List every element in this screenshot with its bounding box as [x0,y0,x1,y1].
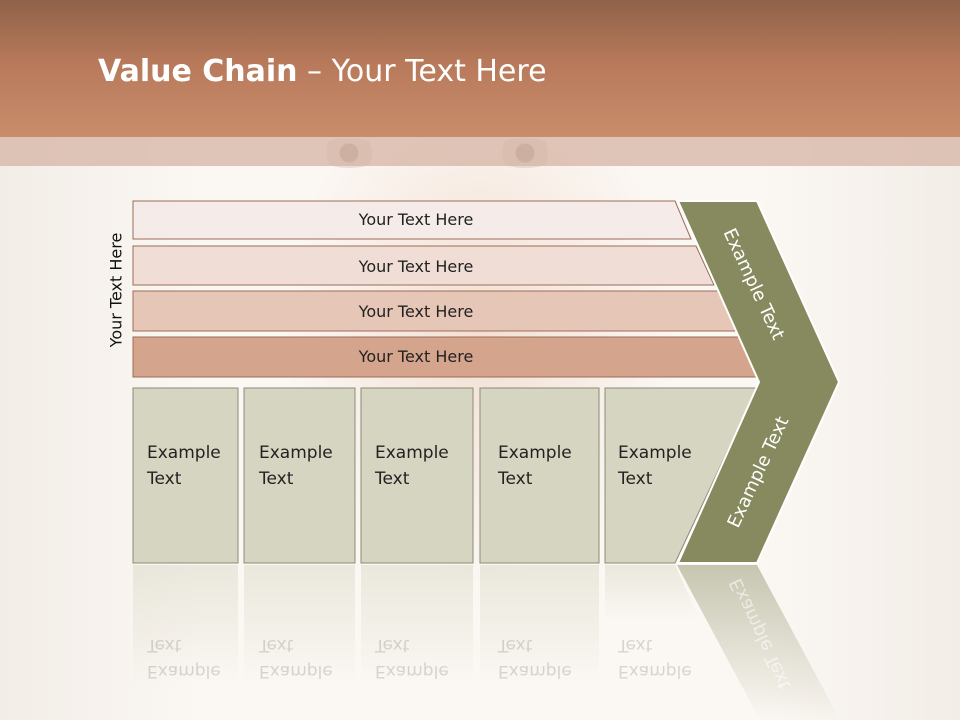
cells-group [132,387,758,564]
cell-3-line1-reflection: Example [375,661,449,681]
bar-2-shape [132,245,715,286]
cell-3-line2-reflection: Text [375,635,410,655]
cell-4-line2-reflection: Text [498,635,533,655]
cell-3-reflection [361,565,473,685]
bar-3-label: Your Text Here [358,302,474,321]
cell-1-line1: Example [147,443,221,463]
cell-2-line2-reflection: Text [259,635,294,655]
cell-4-text: Example Text [498,440,598,492]
cell-1-reflection [133,565,238,685]
cell-3-line2: Text [375,469,410,489]
cell-1-line2-reflection: Text [147,635,182,655]
chevron-shape [676,200,841,564]
cell-4-text-reflection: Example Text [498,632,598,684]
cell-2-box [243,387,356,564]
cell-5-reflection [605,565,700,620]
cell-2-line2: Text [259,469,294,489]
cell-2-line1-reflection: Example [259,661,333,681]
cell-5-text-reflection: Example Text [618,632,718,684]
slide-title: Value Chain – Your Text Here [98,54,547,89]
cell-4-reflection [480,565,599,685]
cell-1-box [132,387,239,564]
slide-title-bold: Value Chain [98,54,298,89]
bar-1-shape [132,200,692,240]
header-accent-strip [0,137,960,166]
cell-5-box [604,387,758,564]
slide-title-rest: – Your Text Here [297,54,547,89]
cell-4-line1: Example [498,443,572,463]
bars-group: Your Text Here Your Text Here Your Text … [132,200,763,378]
cell-5-line1: Example [618,443,692,463]
cell-3-box [360,387,474,564]
cell-5-line2-reflection: Text [618,635,653,655]
cell-3-text: Example Text [375,440,475,492]
cell-5-line2: Text [618,469,653,489]
cell-1-text-reflection: Example Text [147,632,247,684]
cell-5-text: Example Text [618,440,718,492]
cell-3-line1: Example [375,443,449,463]
cell-3-text-reflection: Example Text [375,632,475,684]
reflection-group [133,565,840,720]
cell-4-box [479,387,600,564]
cell-1-line2: Text [147,469,182,489]
bar-4-label: Your Text Here [358,347,474,366]
bar-2-label: Your Text Here [358,257,474,276]
cell-2-text-reflection: Example Text [259,632,359,684]
cell-2-reflection [244,565,355,685]
cell-1-line1-reflection: Example [147,661,221,681]
title-header-band [0,0,960,137]
cell-5-line1-reflection: Example [618,661,692,681]
cell-4-line2: Text [498,469,533,489]
chevron-reflection [677,565,840,720]
cell-2-line1: Example [259,443,333,463]
bar-1-label: Your Text Here [358,210,474,229]
cell-2-text: Example Text [259,440,359,492]
cell-4-line1-reflection: Example [498,661,572,681]
cell-1-text: Example Text [147,440,247,492]
